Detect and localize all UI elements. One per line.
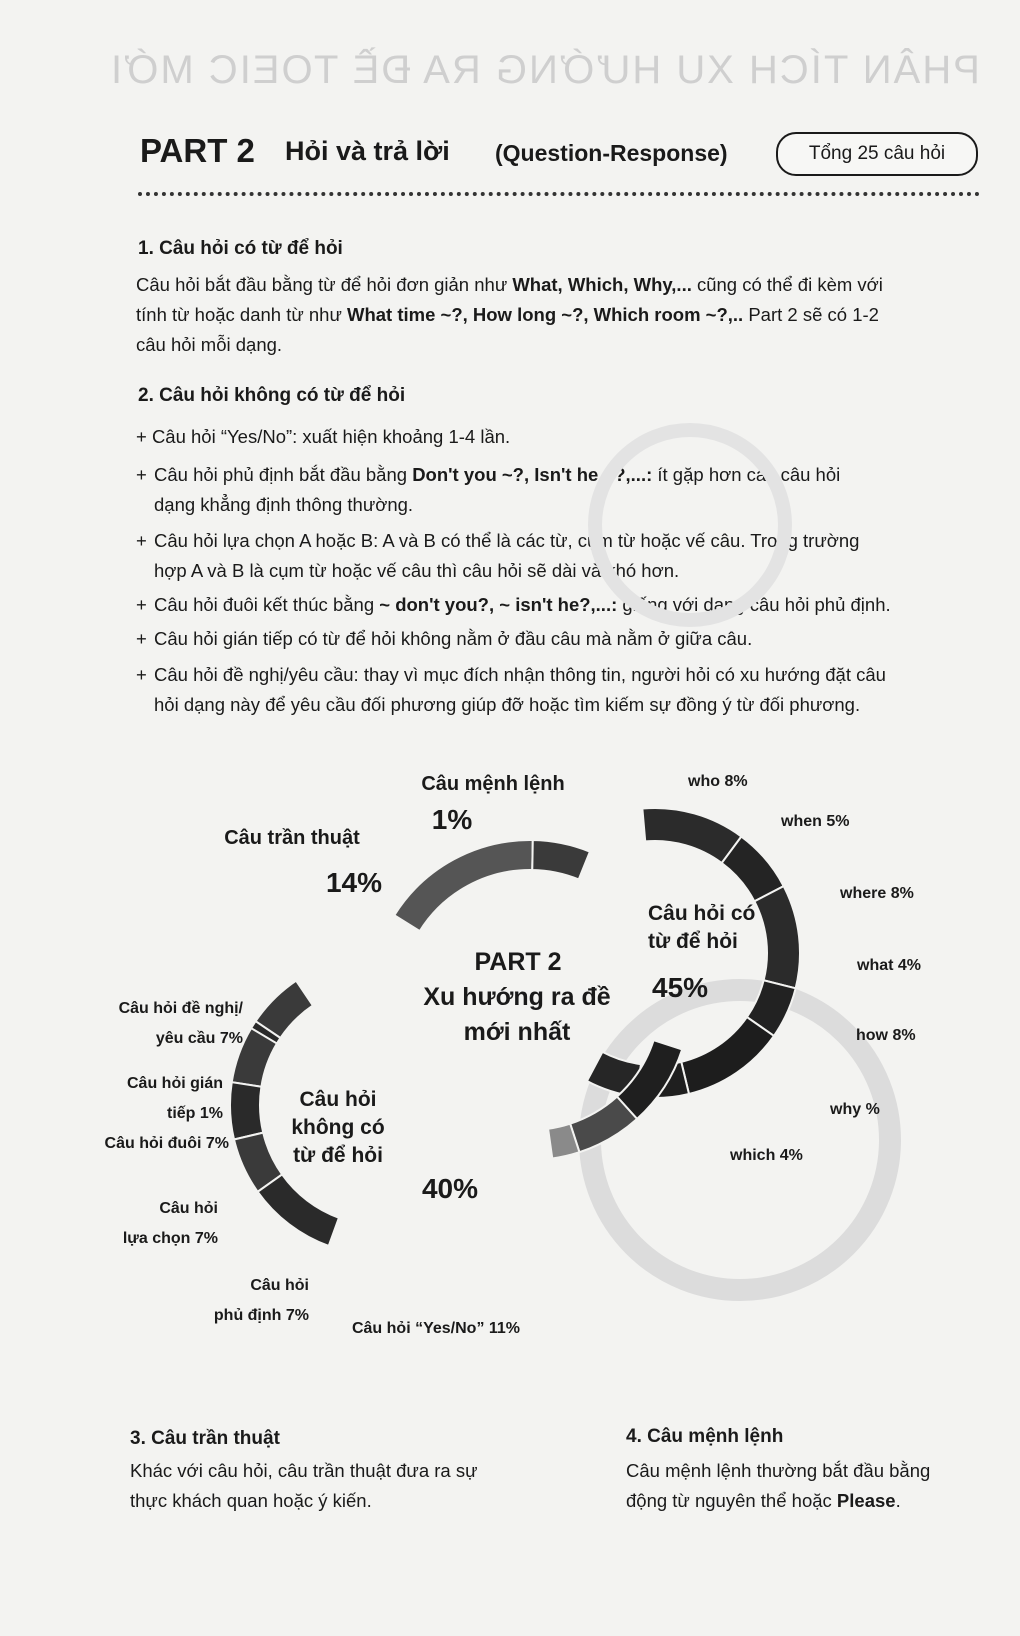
bullet-negative-question: + Câu hỏi phủ định bắt đầu bằng Don't yo… <box>136 464 841 515</box>
section-1-line-1: Câu hỏi bắt đầu bằng từ để hỏi đơn giản … <box>136 274 883 295</box>
part-label: PART 2 <box>140 132 255 169</box>
center-title-trend: Xu hướng ra đề <box>423 983 610 1011</box>
total-questions-badge: Tổng 25 câu hỏi <box>776 132 978 176</box>
left-ring-segment-5 <box>256 1173 341 1248</box>
group-value-non-wh-questions: 40% <box>422 1173 478 1204</box>
right-ring-segment-0 <box>641 807 743 865</box>
segment-label-when: when 5% <box>780 813 849 830</box>
left-ring-segment-3 <box>229 1081 265 1141</box>
bullet-tag-question: + Câu hỏi đuôi kết thúc bằng ~ don't you… <box>136 594 891 615</box>
right-ring-segment-4 <box>680 1015 776 1096</box>
page-subtitle: (Question-Response) <box>495 140 728 166</box>
dotted-divider <box>138 192 980 196</box>
left-ring-segment-2 <box>230 1026 279 1088</box>
section-1-line-2: tính từ hoặc danh từ như What time ~?, H… <box>136 304 879 325</box>
section-4-line-1: Câu mệnh lệnh thường bắt đầu bằng <box>626 1460 931 1481</box>
statement-segment <box>392 839 534 933</box>
section-3-line-2: thực khách quan hoặc ý kiến. <box>130 1490 372 1511</box>
segment-label-how: how 8% <box>856 1027 916 1044</box>
segment-label-left-2: Câu hỏi đuôi 7% <box>105 1135 229 1152</box>
center-title-latest: mới nhất <box>464 1018 571 1046</box>
group-value-imperative: 1% <box>432 804 473 835</box>
center-title-part: PART 2 <box>474 948 561 976</box>
right-ring-segment-2 <box>753 884 801 990</box>
bullet-yes-no: + Câu hỏi “Yes/No”: xuất hiện khoảng 1-4… <box>136 426 511 447</box>
section-4-heading: 4. Câu mệnh lệnh <box>626 1426 784 1447</box>
segment-label-left-5: Câu hỏi “Yes/No” 11% <box>352 1320 520 1337</box>
section-3-line-1: Khác với câu hỏi, câu trần thuật đưa ra … <box>130 1460 478 1481</box>
bottom-segment-c <box>546 1122 581 1160</box>
segment-label-what: what 4% <box>856 957 921 974</box>
group-label-statement: Câu trần thuật <box>224 827 360 849</box>
group-value-wh-questions: 45% <box>652 972 708 1003</box>
page-title: Hỏi và trả lời <box>285 136 450 166</box>
imperative-segment <box>531 839 592 881</box>
group-label-imperative: Câu mệnh lệnh <box>421 773 564 795</box>
section-4-line-2: động từ nguyên thể hoặc Please. <box>626 1490 901 1511</box>
section-2-heading: 2. Câu hỏi không có từ để hỏi <box>138 385 406 406</box>
group-value-statement: 14% <box>326 867 382 898</box>
bullet-request-question: + Câu hỏi đề nghị/yêu cầu: thay vì mục đ… <box>136 664 886 715</box>
section-1-line-3: câu hỏi mỗi dạng. <box>136 334 283 355</box>
title-row: PART 2 Hỏi và trả lời (Question-Response… <box>140 130 980 186</box>
segment-label-left-0: Câu hỏi đề nghị/yêu cầu 7% <box>119 1000 244 1047</box>
section-1-heading: 1. Câu hỏi có từ để hỏi <box>138 238 343 259</box>
segment-label-why: why % <box>829 1101 880 1118</box>
left-ring-segment-4 <box>232 1131 284 1194</box>
segment-label-which: which 4% <box>729 1147 803 1164</box>
bullet-choice-question: + Câu hỏi lựa chọn A hoặc B: A và B có t… <box>136 530 860 581</box>
segment-label-where: where 8% <box>839 885 914 902</box>
left-ring-segment-0 <box>254 979 315 1040</box>
segment-label-who: who 8% <box>687 773 748 790</box>
section-3-heading: 3. Câu trần thuật <box>130 1428 280 1449</box>
bullet-indirect-question: + Câu hỏi gián tiếp có từ để hỏi không n… <box>136 628 753 649</box>
